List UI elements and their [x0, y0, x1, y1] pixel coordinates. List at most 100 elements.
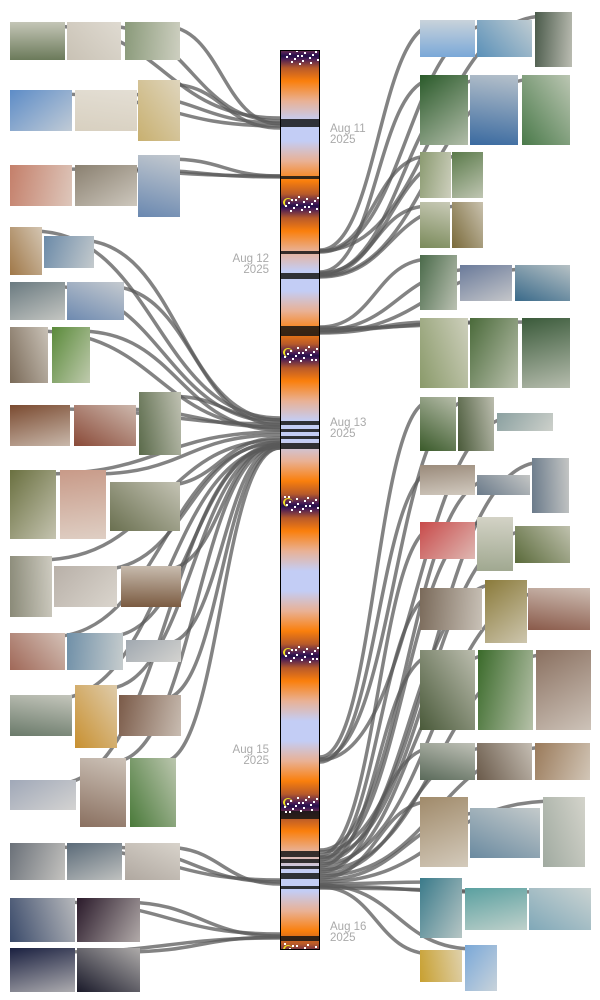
- left-photo-thumbnail[interactable]: [10, 327, 48, 383]
- right-photo-thumbnail[interactable]: [478, 650, 533, 730]
- star-icon: [301, 659, 303, 661]
- right-photo-thumbnail[interactable]: [452, 202, 483, 248]
- left-photo-thumbnail[interactable]: [10, 470, 56, 539]
- right-photo-thumbnail[interactable]: [458, 397, 494, 451]
- right-photo-thumbnail[interactable]: [522, 75, 570, 145]
- right-photo-thumbnail[interactable]: [515, 526, 570, 563]
- right-photo-thumbnail[interactable]: [497, 413, 553, 431]
- left-photo-thumbnail[interactable]: [44, 236, 94, 268]
- right-photo-thumbnail[interactable]: [515, 265, 570, 301]
- right-photo-thumbnail[interactable]: [420, 397, 456, 451]
- right-photo-thumbnail[interactable]: [529, 888, 591, 930]
- left-photo-thumbnail[interactable]: [10, 633, 65, 670]
- left-photo-thumbnail[interactable]: [121, 566, 181, 607]
- left-photo-thumbnail[interactable]: [80, 758, 126, 827]
- photo-time-band: [281, 436, 319, 439]
- right-photo-thumbnail[interactable]: [420, 318, 468, 388]
- left-photo-thumbnail[interactable]: [10, 948, 75, 992]
- star-icon: [314, 200, 316, 202]
- star-icon: [316, 348, 318, 350]
- right-photo-thumbnail[interactable]: [477, 743, 532, 780]
- date-day: Aug 16: [330, 921, 367, 933]
- left-photo-thumbnail[interactable]: [75, 165, 137, 206]
- right-photo-thumbnail[interactable]: [420, 255, 457, 310]
- left-photo-thumbnail[interactable]: [67, 843, 122, 880]
- photo-time-band: [281, 421, 319, 425]
- left-photo-thumbnail[interactable]: [52, 327, 90, 383]
- left-photo-thumbnail[interactable]: [74, 405, 136, 446]
- left-photo-thumbnail[interactable]: [130, 758, 176, 827]
- left-photo-thumbnail[interactable]: [10, 227, 42, 275]
- right-photo-thumbnail[interactable]: [543, 797, 585, 867]
- star-icon: [302, 508, 304, 510]
- left-photo-thumbnail[interactable]: [10, 165, 72, 206]
- star-icon: [302, 60, 304, 62]
- right-photo-thumbnail[interactable]: [420, 152, 451, 198]
- left-photo-thumbnail[interactable]: [75, 90, 137, 131]
- left-photo-thumbnail[interactable]: [54, 566, 117, 607]
- left-photo-thumbnail[interactable]: [77, 948, 140, 992]
- left-photo-thumbnail[interactable]: [138, 80, 180, 141]
- left-photo-thumbnail[interactable]: [138, 155, 180, 217]
- right-photo-thumbnail[interactable]: [420, 20, 475, 57]
- right-photo-thumbnail[interactable]: [536, 650, 591, 730]
- left-photo-thumbnail[interactable]: [119, 695, 181, 736]
- right-photo-thumbnail[interactable]: [535, 12, 572, 67]
- right-photo-thumbnail[interactable]: [528, 588, 590, 630]
- left-photo-thumbnail[interactable]: [10, 282, 65, 320]
- right-photo-thumbnail[interactable]: [420, 588, 482, 630]
- star-icon: [298, 646, 300, 648]
- left-photo-thumbnail[interactable]: [77, 898, 140, 942]
- right-photo-thumbnail[interactable]: [420, 202, 450, 248]
- left-photo-thumbnail[interactable]: [10, 22, 65, 60]
- right-photo-thumbnail[interactable]: [477, 517, 513, 571]
- left-photo-thumbnail[interactable]: [10, 90, 72, 131]
- left-photo-thumbnail[interactable]: [125, 22, 180, 60]
- left-photo-thumbnail[interactable]: [10, 780, 76, 810]
- right-photo-thumbnail[interactable]: [420, 950, 462, 982]
- right-photo-thumbnail[interactable]: [420, 797, 468, 867]
- right-photo-thumbnail[interactable]: [460, 265, 512, 301]
- right-photo-thumbnail[interactable]: [420, 75, 468, 145]
- left-photo-thumbnail[interactable]: [139, 392, 181, 455]
- star-icon: [286, 504, 288, 506]
- photo-time-band: [281, 936, 319, 941]
- left-photo-thumbnail[interactable]: [67, 633, 123, 670]
- right-photo-thumbnail[interactable]: [522, 318, 570, 388]
- right-photo-thumbnail[interactable]: [452, 152, 483, 198]
- left-photo-thumbnail[interactable]: [125, 843, 180, 880]
- right-photo-thumbnail[interactable]: [465, 945, 497, 991]
- right-photo-thumbnail[interactable]: [420, 465, 475, 495]
- right-photo-thumbnail[interactable]: [477, 20, 532, 57]
- left-photo-thumbnail[interactable]: [10, 695, 72, 736]
- right-photo-thumbnail[interactable]: [535, 743, 590, 780]
- left-photo-thumbnail[interactable]: [10, 843, 65, 880]
- photo-link-curve: [48, 441, 281, 639]
- left-photo-thumbnail[interactable]: [10, 898, 75, 942]
- left-photo-thumbnail[interactable]: [60, 470, 106, 539]
- right-photo-thumbnail[interactable]: [477, 475, 530, 495]
- right-photo-thumbnail[interactable]: [420, 743, 475, 780]
- right-photo-thumbnail[interactable]: [485, 580, 527, 643]
- left-photo-thumbnail[interactable]: [75, 685, 117, 748]
- right-photo-thumbnail[interactable]: [420, 522, 475, 559]
- right-photo-thumbnail[interactable]: [470, 318, 518, 388]
- star-icon: [288, 496, 290, 498]
- day-night-timeline-bar[interactable]: [280, 50, 320, 950]
- left-photo-thumbnail[interactable]: [10, 556, 52, 617]
- star-icon: [303, 651, 305, 653]
- right-photo-thumbnail[interactable]: [465, 888, 527, 930]
- right-photo-thumbnail[interactable]: [532, 458, 569, 513]
- left-photo-thumbnail[interactable]: [126, 640, 181, 662]
- left-photo-thumbnail[interactable]: [67, 282, 124, 320]
- left-photo-thumbnail[interactable]: [110, 482, 180, 531]
- right-photo-thumbnail[interactable]: [470, 75, 518, 145]
- star-icon: [309, 505, 311, 507]
- right-photo-thumbnail[interactable]: [470, 808, 540, 858]
- star-icon: [303, 807, 305, 809]
- left-photo-thumbnail[interactable]: [10, 405, 70, 446]
- right-photo-thumbnail[interactable]: [420, 650, 475, 730]
- left-photo-thumbnail[interactable]: [67, 22, 121, 60]
- right-photo-thumbnail[interactable]: [420, 878, 462, 938]
- star-icon: [296, 654, 298, 656]
